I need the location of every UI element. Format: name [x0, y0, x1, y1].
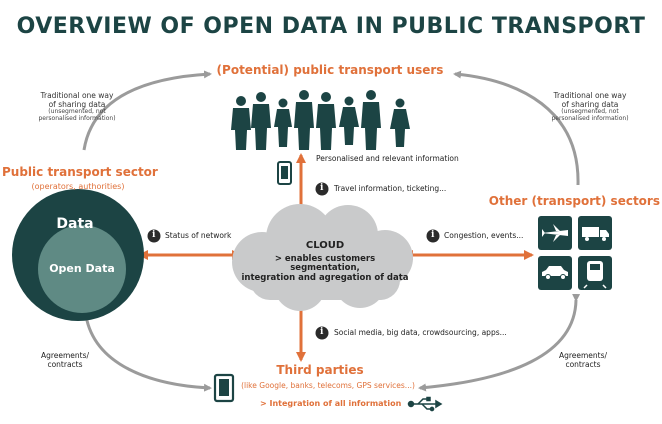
- agreements-right-line2: contracts: [565, 359, 601, 369]
- train-icon: [578, 256, 612, 290]
- status-network-label: Status of network: [165, 231, 232, 240]
- info-glyph-congestion: i: [431, 230, 435, 240]
- traditional-left-line2: of sharing data: [48, 99, 106, 109]
- info-glyph-social: i: [320, 327, 324, 337]
- congestion-label: Congestion, events...: [444, 231, 524, 240]
- open-data-label: Open Data: [49, 262, 115, 275]
- page-title: OVERVIEW OF OPEN DATA IN PUBLIC TRANSPOR…: [16, 14, 646, 39]
- traditional-right-line4: personalised information): [551, 115, 629, 123]
- arrow-agreements-right: [418, 293, 581, 392]
- personalised-label: Personalised and relevant information: [316, 154, 459, 163]
- traditional-right-line1: Traditional one way: [553, 91, 627, 100]
- traditional-right-note: Traditional one way of sharing data (uns…: [530, 91, 650, 123]
- airplane-icon: [538, 216, 572, 250]
- open-data-circle-inner: [38, 225, 126, 313]
- agreements-left-line1: Agreements/: [40, 351, 90, 360]
- traditional-left-line1: Traditional one way: [40, 91, 114, 100]
- traditional-left-line4: personalised information): [38, 115, 116, 123]
- third-parties-title: Third parties: [276, 363, 364, 377]
- cloud-shape: [232, 204, 413, 311]
- third-parties-integration: > Integration of all information: [260, 399, 402, 408]
- traditional-right-line3: (unsegmented, not: [561, 108, 619, 116]
- cloud-text: CLOUD > enables customers segmentation, …: [240, 240, 410, 284]
- agreements-left-line2: contracts: [47, 359, 83, 369]
- tablet-icon: [213, 373, 235, 403]
- social-media-label: Social media, big data, crowdsourcing, a…: [334, 328, 507, 337]
- other-sectors-title: Other (transport) sectors: [488, 194, 660, 208]
- info-glyph-travel: i: [320, 183, 324, 193]
- usb-icon: [407, 396, 443, 412]
- person-silhouette-icon: [231, 90, 410, 150]
- car-icon: [538, 256, 572, 290]
- third-parties-subtitle: (like Google, banks, telecoms, GPS servi…: [241, 381, 415, 390]
- arrow-traditional-right: [453, 70, 580, 186]
- agreements-right: Agreements/ contracts: [548, 351, 618, 369]
- traditional-right-line2: of sharing data: [561, 99, 619, 109]
- users-title: (Potential) public transport users: [216, 63, 444, 77]
- arrow-agreements-left: [80, 309, 212, 392]
- info-icon: [147, 182, 440, 340]
- traditional-left-note: Traditional one way of sharing data (uns…: [22, 91, 132, 123]
- public-sector-title: Public transport sector: [2, 165, 158, 179]
- cloud-line1: > enables customers segmentation,: [274, 253, 376, 274]
- truck-icon: [578, 216, 612, 250]
- cloud-line2: integration and agregation of data: [241, 273, 409, 284]
- public-sector-subtitle: (operators, authorities): [31, 182, 125, 191]
- travel-info-label: Travel information, ticketing...: [334, 184, 447, 193]
- arrow-traditional-left: [82, 70, 212, 151]
- smartphone-icon: [277, 161, 292, 185]
- cloud-title: CLOUD: [305, 240, 345, 251]
- traditional-left-line3: (unsegmented, not: [48, 108, 106, 116]
- agreements-left: Agreements/ contracts: [30, 351, 100, 369]
- info-glyph-status: i: [152, 230, 156, 240]
- data-label: Data: [56, 216, 94, 232]
- agreements-right-line1: Agreements/: [558, 351, 608, 360]
